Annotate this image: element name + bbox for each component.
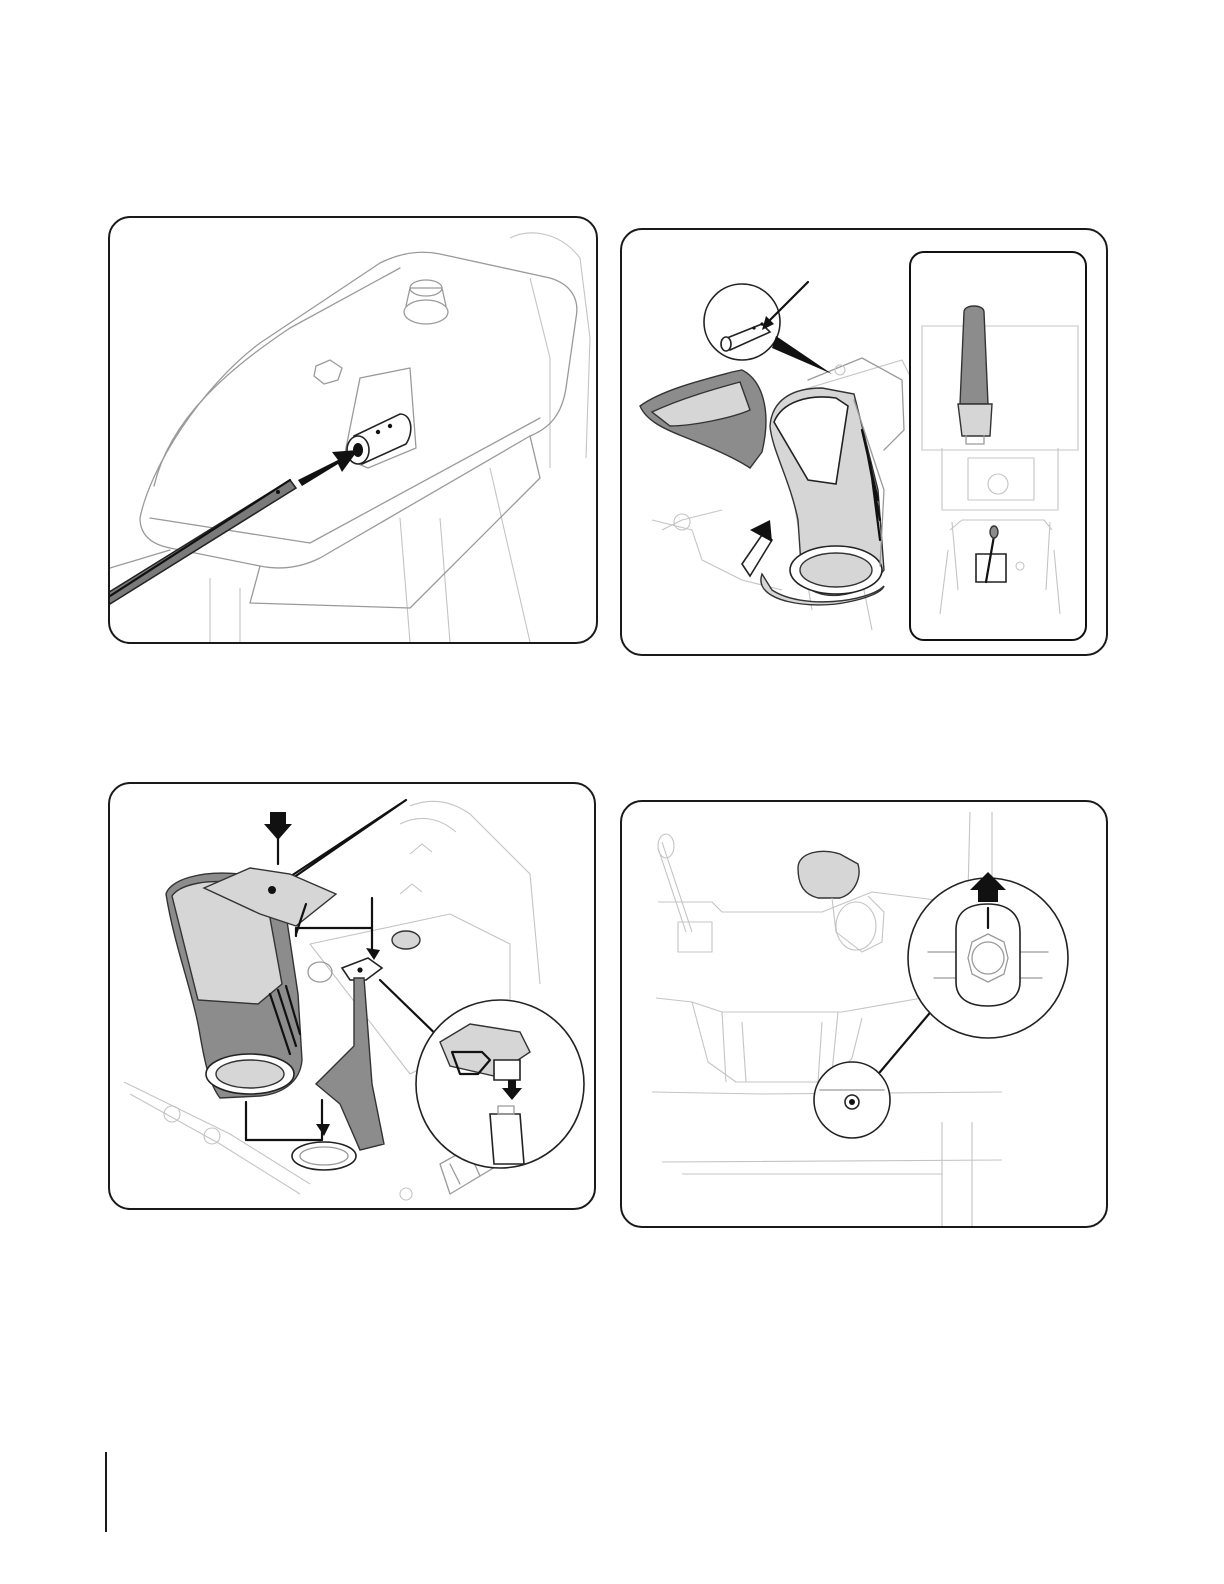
shift-rod-illustration bbox=[110, 218, 596, 642]
figure-shift-rod-insertion bbox=[108, 216, 598, 644]
figure-chute-rotation bbox=[620, 228, 1108, 656]
chute-rotation-illustration bbox=[622, 230, 1106, 654]
figure-ignition-key bbox=[620, 800, 1108, 1228]
page-margin-rule bbox=[105, 1452, 107, 1532]
figure-chute-mounting bbox=[108, 782, 596, 1210]
ignition-key-illustration bbox=[622, 802, 1106, 1226]
chute-mounting-illustration bbox=[110, 784, 594, 1208]
